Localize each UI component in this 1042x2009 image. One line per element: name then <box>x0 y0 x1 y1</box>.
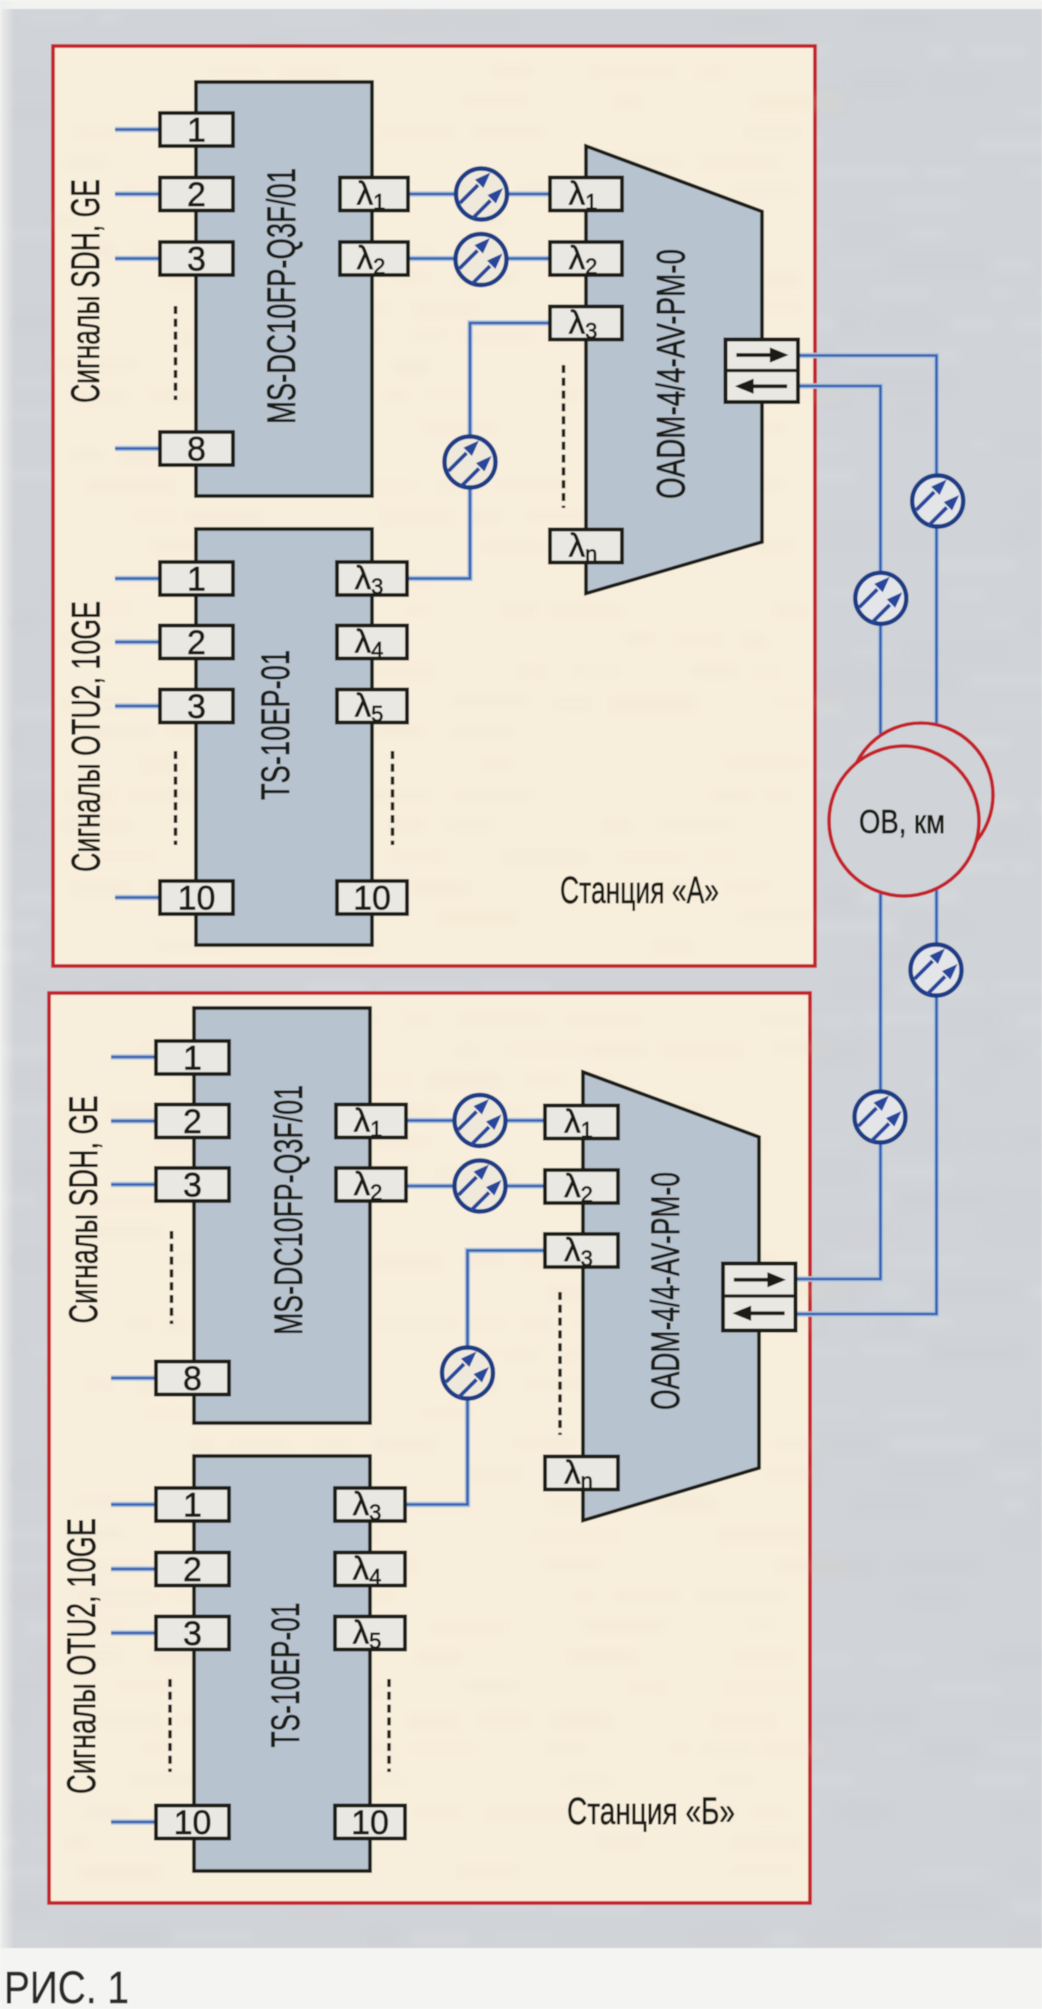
svg-text:1: 1 <box>187 112 206 150</box>
svg-text:3: 3 <box>187 241 206 279</box>
svg-text:λ5: λ5 <box>353 1614 382 1654</box>
svg-text:2: 2 <box>183 1551 202 1589</box>
svg-text:Станция «Б»: Станция «Б» <box>567 1791 735 1833</box>
svg-text:2: 2 <box>187 624 206 662</box>
svg-text:3: 3 <box>187 688 206 726</box>
svg-text:10: 10 <box>178 880 216 918</box>
svg-text:Сигналы OTU2, 10GE: Сигналы OTU2, 10GE <box>65 601 109 872</box>
svg-text:Сигналы SDH, GE: Сигналы SDH, GE <box>64 179 108 403</box>
svg-text:TS-10EP-01: TS-10EP-01 <box>264 1603 308 1748</box>
svg-text:2: 2 <box>187 176 206 214</box>
svg-text:OADM-4/4-AV-PM-0: OADM-4/4-AV-PM-0 <box>644 1172 688 1410</box>
svg-text:1: 1 <box>183 1487 202 1525</box>
svg-text:10: 10 <box>174 1804 212 1842</box>
svg-text:λ1: λ1 <box>354 1102 383 1142</box>
svg-text:λ2: λ2 <box>357 239 386 279</box>
svg-text:1: 1 <box>183 1040 202 1078</box>
svg-text:ОВ, км: ОВ, км <box>859 803 945 840</box>
svg-text:8: 8 <box>187 431 206 469</box>
svg-text:OADM-4/4-AV-PM-0: OADM-4/4-AV-PM-0 <box>650 249 694 499</box>
svg-text:1: 1 <box>187 561 206 599</box>
svg-text:TS-10EP-01: TS-10EP-01 <box>254 650 298 800</box>
svg-text:MS-DC10FP-Q3F/01: MS-DC10FP-Q3F/01 <box>267 1085 311 1335</box>
svg-text:MS-DC10FP-Q3F/01: MS-DC10FP-Q3F/01 <box>260 168 304 424</box>
svg-text:3: 3 <box>183 1167 202 1205</box>
svg-text:8: 8 <box>183 1360 202 1398</box>
svg-text:Станция «А»: Станция «А» <box>560 870 719 912</box>
svg-text:10: 10 <box>353 880 391 918</box>
svg-text:10: 10 <box>351 1804 389 1842</box>
svg-text:Сигналы OTU2, 10GE: Сигналы OTU2, 10GE <box>60 1518 104 1794</box>
svg-text:3: 3 <box>183 1615 202 1653</box>
svg-text:Сигналы SDH, GE: Сигналы SDH, GE <box>62 1096 106 1324</box>
svg-text:РИС. 1: РИС. 1 <box>4 1962 129 2009</box>
svg-text:λ2: λ2 <box>354 1165 383 1205</box>
svg-text:λ1: λ1 <box>564 1103 593 1143</box>
svg-text:2: 2 <box>183 1103 202 1141</box>
